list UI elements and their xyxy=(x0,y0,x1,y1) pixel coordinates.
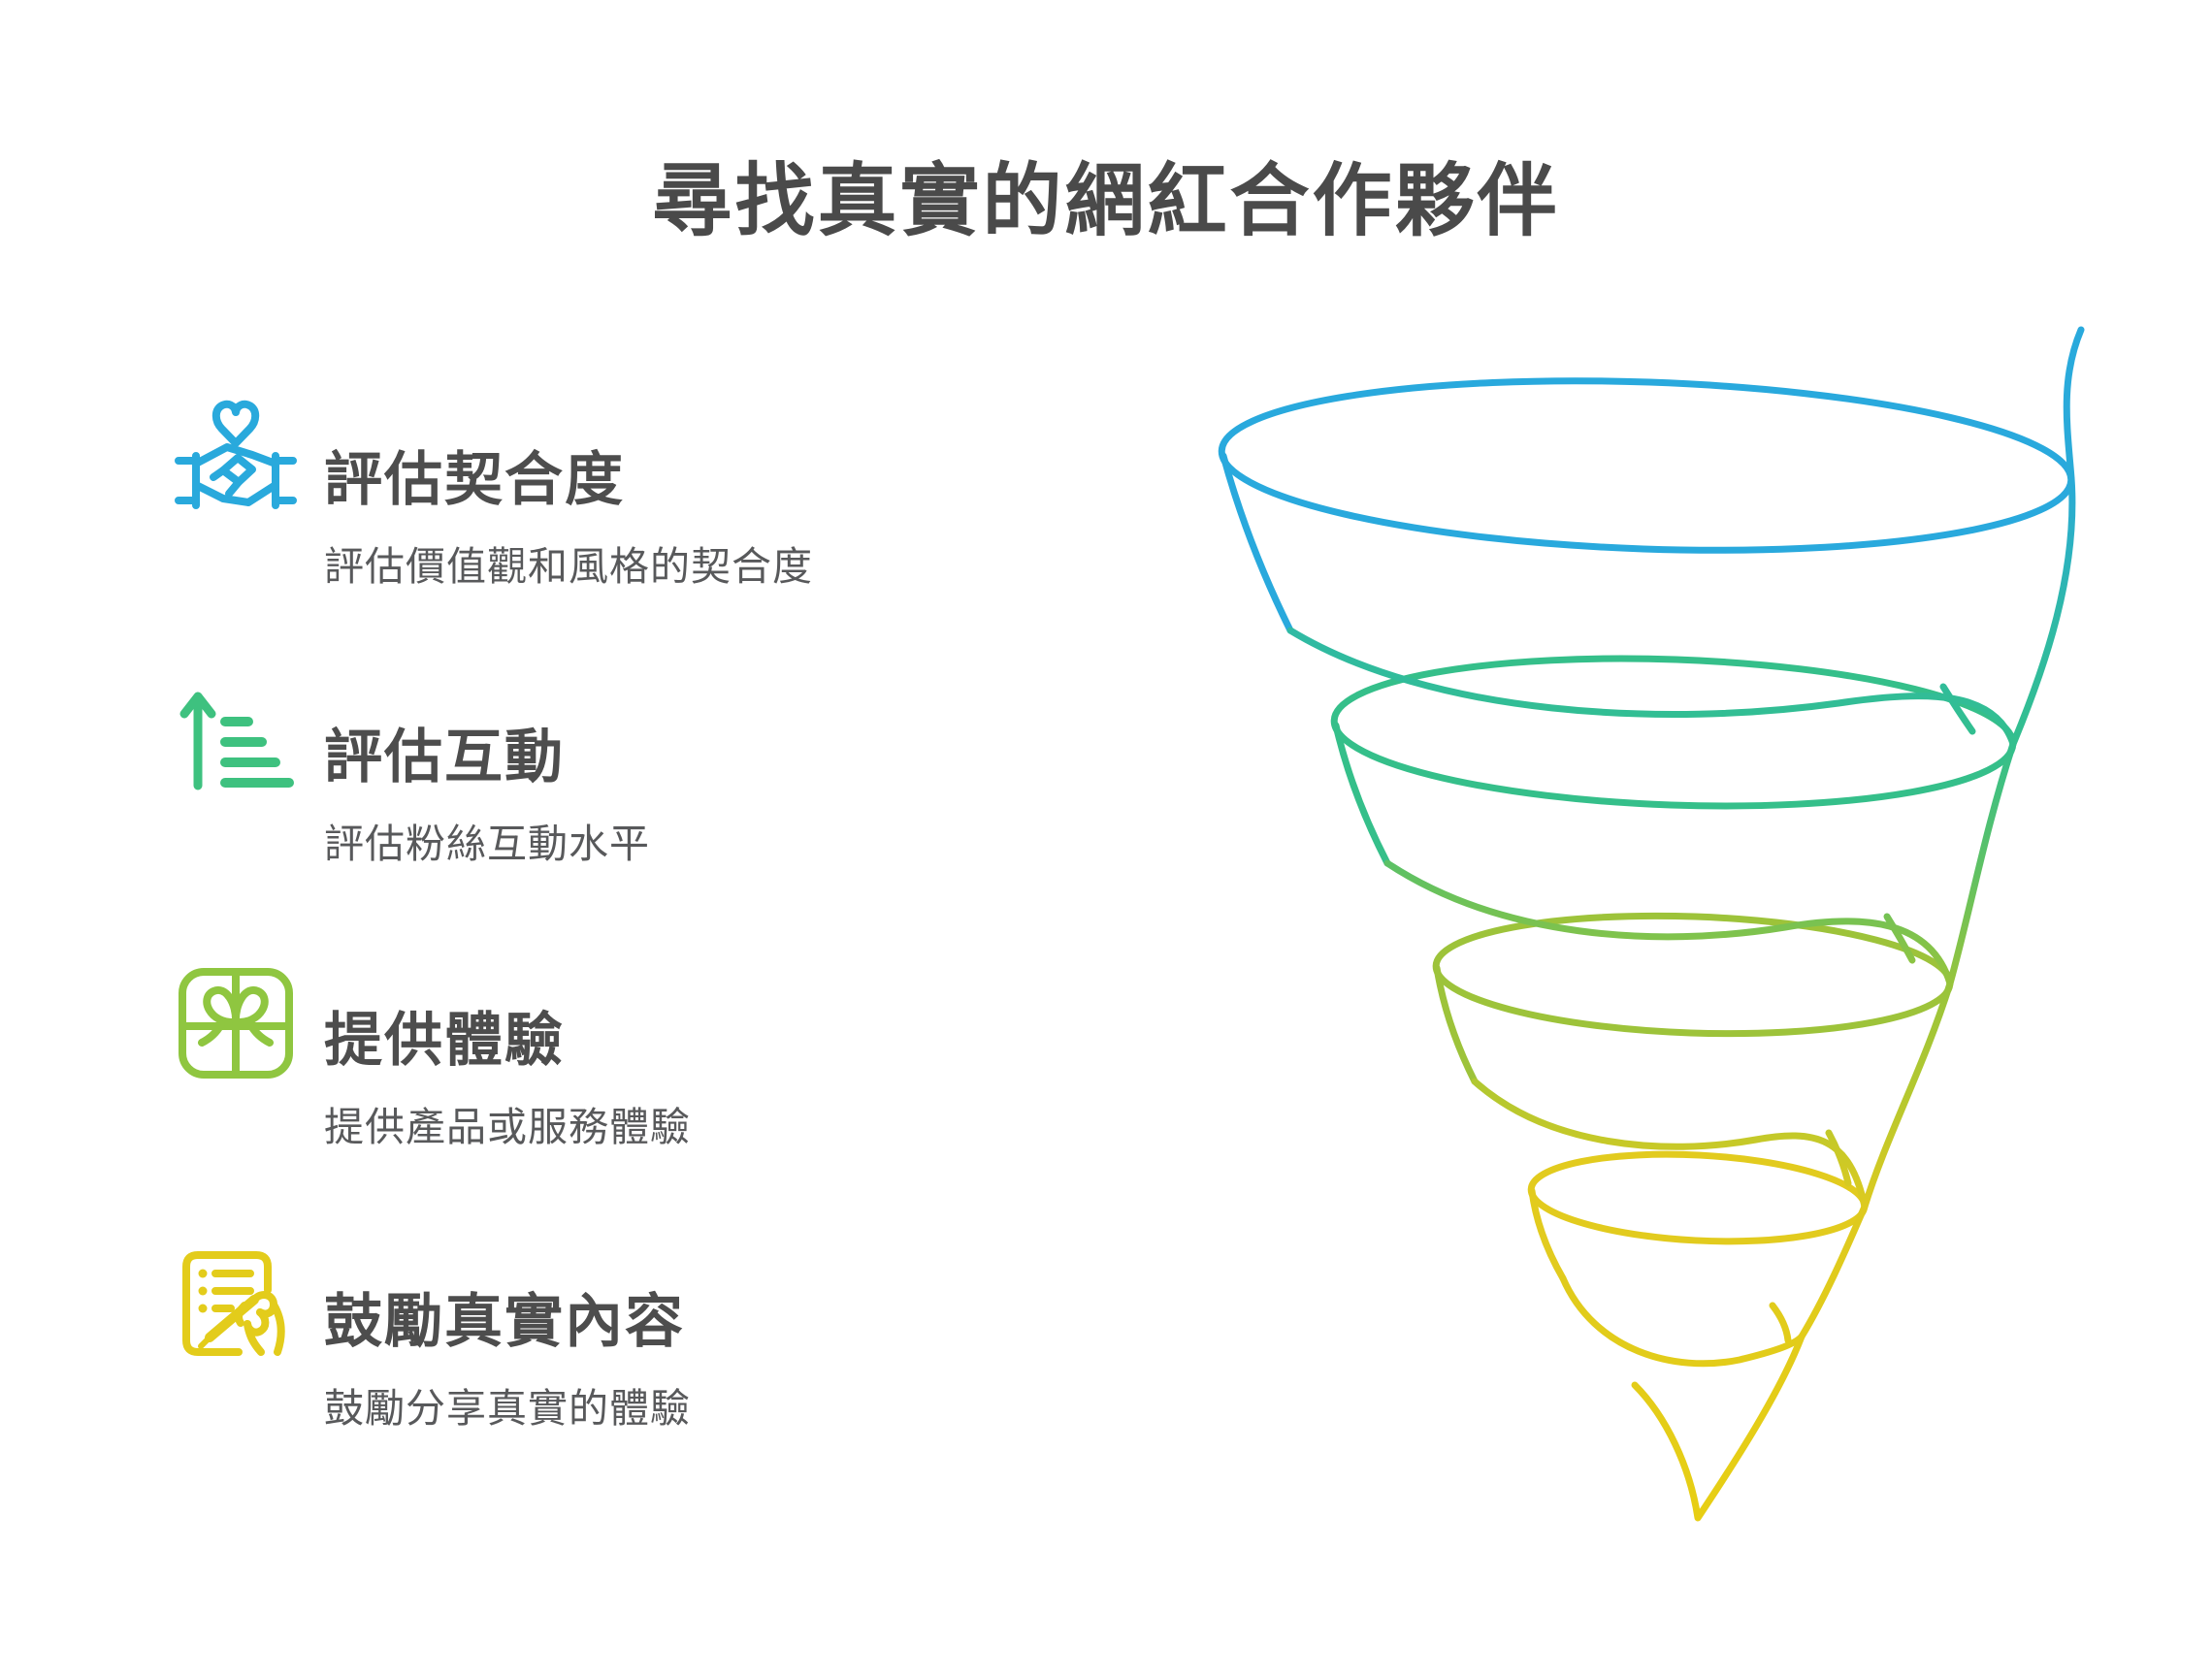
step-description: 評估價值觀和風格的契合度 xyxy=(324,544,813,589)
step-description: 鼓勵分享真實的體驗 xyxy=(324,1386,691,1431)
step-item-authentic-content: 鼓勵真實內容 鼓勵分享真實的體驗 xyxy=(173,1241,949,1474)
step-item-experience: 提供體驗 提供產品或服務體驗 xyxy=(173,960,949,1193)
growth-arrow-icon xyxy=(179,692,294,790)
bullet-dots xyxy=(198,1269,208,1313)
step-description: 提供產品或服務體驗 xyxy=(324,1105,691,1149)
spiral-funnel-graphic xyxy=(1218,326,2085,1522)
step-item-fit: 評估契合度 評估價值觀和風格的契合度 xyxy=(173,400,949,632)
page-title: 尋找真實的網紅合作夥伴 xyxy=(652,157,1560,245)
writing-hand-icon xyxy=(182,1251,285,1356)
handshake-heart-icon xyxy=(175,400,297,509)
step-title: 評估互動 xyxy=(324,725,565,790)
step-item-engagement: 評估互動 評估粉絲互動水平 xyxy=(173,677,949,910)
step-title: 鼓勵真實內容 xyxy=(324,1289,685,1354)
step-title: 提供體驗 xyxy=(324,1008,565,1073)
gift-icon xyxy=(179,968,293,1079)
step-title: 評估契合度 xyxy=(324,447,625,512)
step-description: 評估粉絲互動水平 xyxy=(324,822,650,866)
